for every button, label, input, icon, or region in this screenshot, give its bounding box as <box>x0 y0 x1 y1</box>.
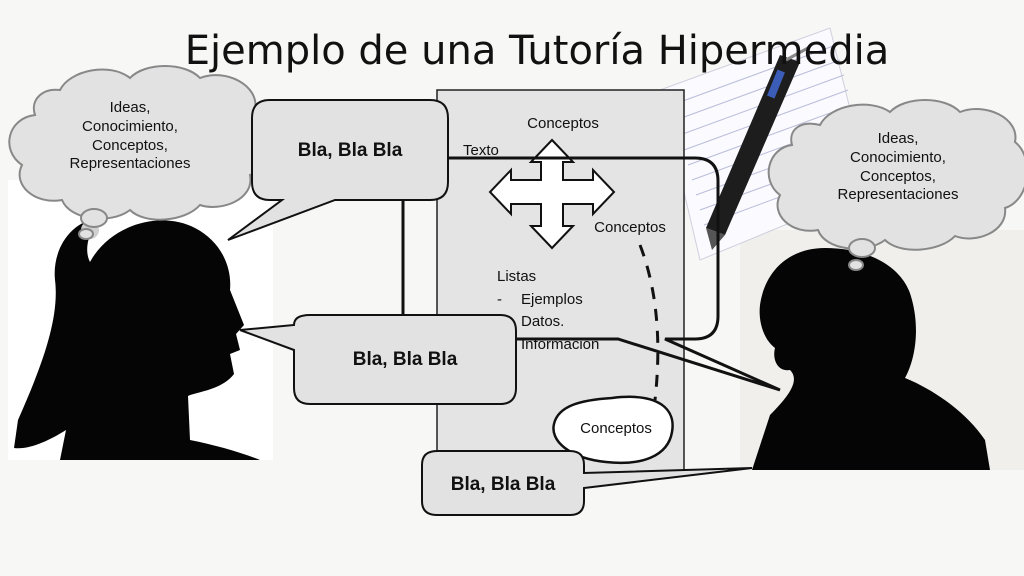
concepts-right-label: Conceptos <box>594 219 666 236</box>
right-thought-line: Representaciones <box>837 186 959 204</box>
left-thought-line: Conocimiento, <box>82 117 178 135</box>
speech-bubble-top-shape <box>227 99 449 241</box>
speech-bubble-bottom-text: Bla, Bla Bla <box>450 474 556 495</box>
left-thought-line: Representaciones <box>69 155 191 173</box>
list-item: Información <box>521 335 600 353</box>
four-way-arrow-icon <box>488 138 616 250</box>
right-thought-line: Ideas, <box>877 130 919 147</box>
list-title: Listas <box>497 268 537 285</box>
concepts-bubble-label: Conceptos <box>580 420 652 437</box>
left-thought-line: Ideas, <box>109 99 151 116</box>
speech-bubble-mid-shape <box>239 314 517 405</box>
man-silhouette <box>752 248 990 470</box>
slide-title: Ejemplo de una Tutoría Hipermedia <box>184 28 890 74</box>
list-item: -Ejemplos <box>497 290 583 308</box>
right-thought-cloud <box>767 99 1024 271</box>
left-thought-cloud <box>8 65 274 240</box>
document-list: Listas -Ejemplos Datos. Información <box>497 266 599 356</box>
speech-bubble-bottom-shape <box>421 450 753 516</box>
pen-image <box>706 46 809 250</box>
left-thought-line: Conceptos, <box>92 136 168 154</box>
speech-bubble-top-text: Bla, Bla Bla <box>297 140 403 161</box>
concepts-bubble-shape <box>552 395 674 465</box>
right-thought-line: Conceptos, <box>860 167 936 185</box>
right-thought-line: Conocimiento, <box>850 148 946 166</box>
concepts-top-label: Conceptos <box>527 115 599 132</box>
right-thought-text: Ideas, Conocimiento, Conceptos, Represen… <box>808 130 988 205</box>
left-thought-text: Ideas, Conocimiento, Conceptos, Represen… <box>40 99 220 174</box>
texto-label: Texto <box>463 142 499 159</box>
dashed-connector <box>638 244 660 401</box>
list-item: Datos. <box>521 313 565 330</box>
speech-bubble-mid-text: Bla, Bla Bla <box>352 349 458 370</box>
